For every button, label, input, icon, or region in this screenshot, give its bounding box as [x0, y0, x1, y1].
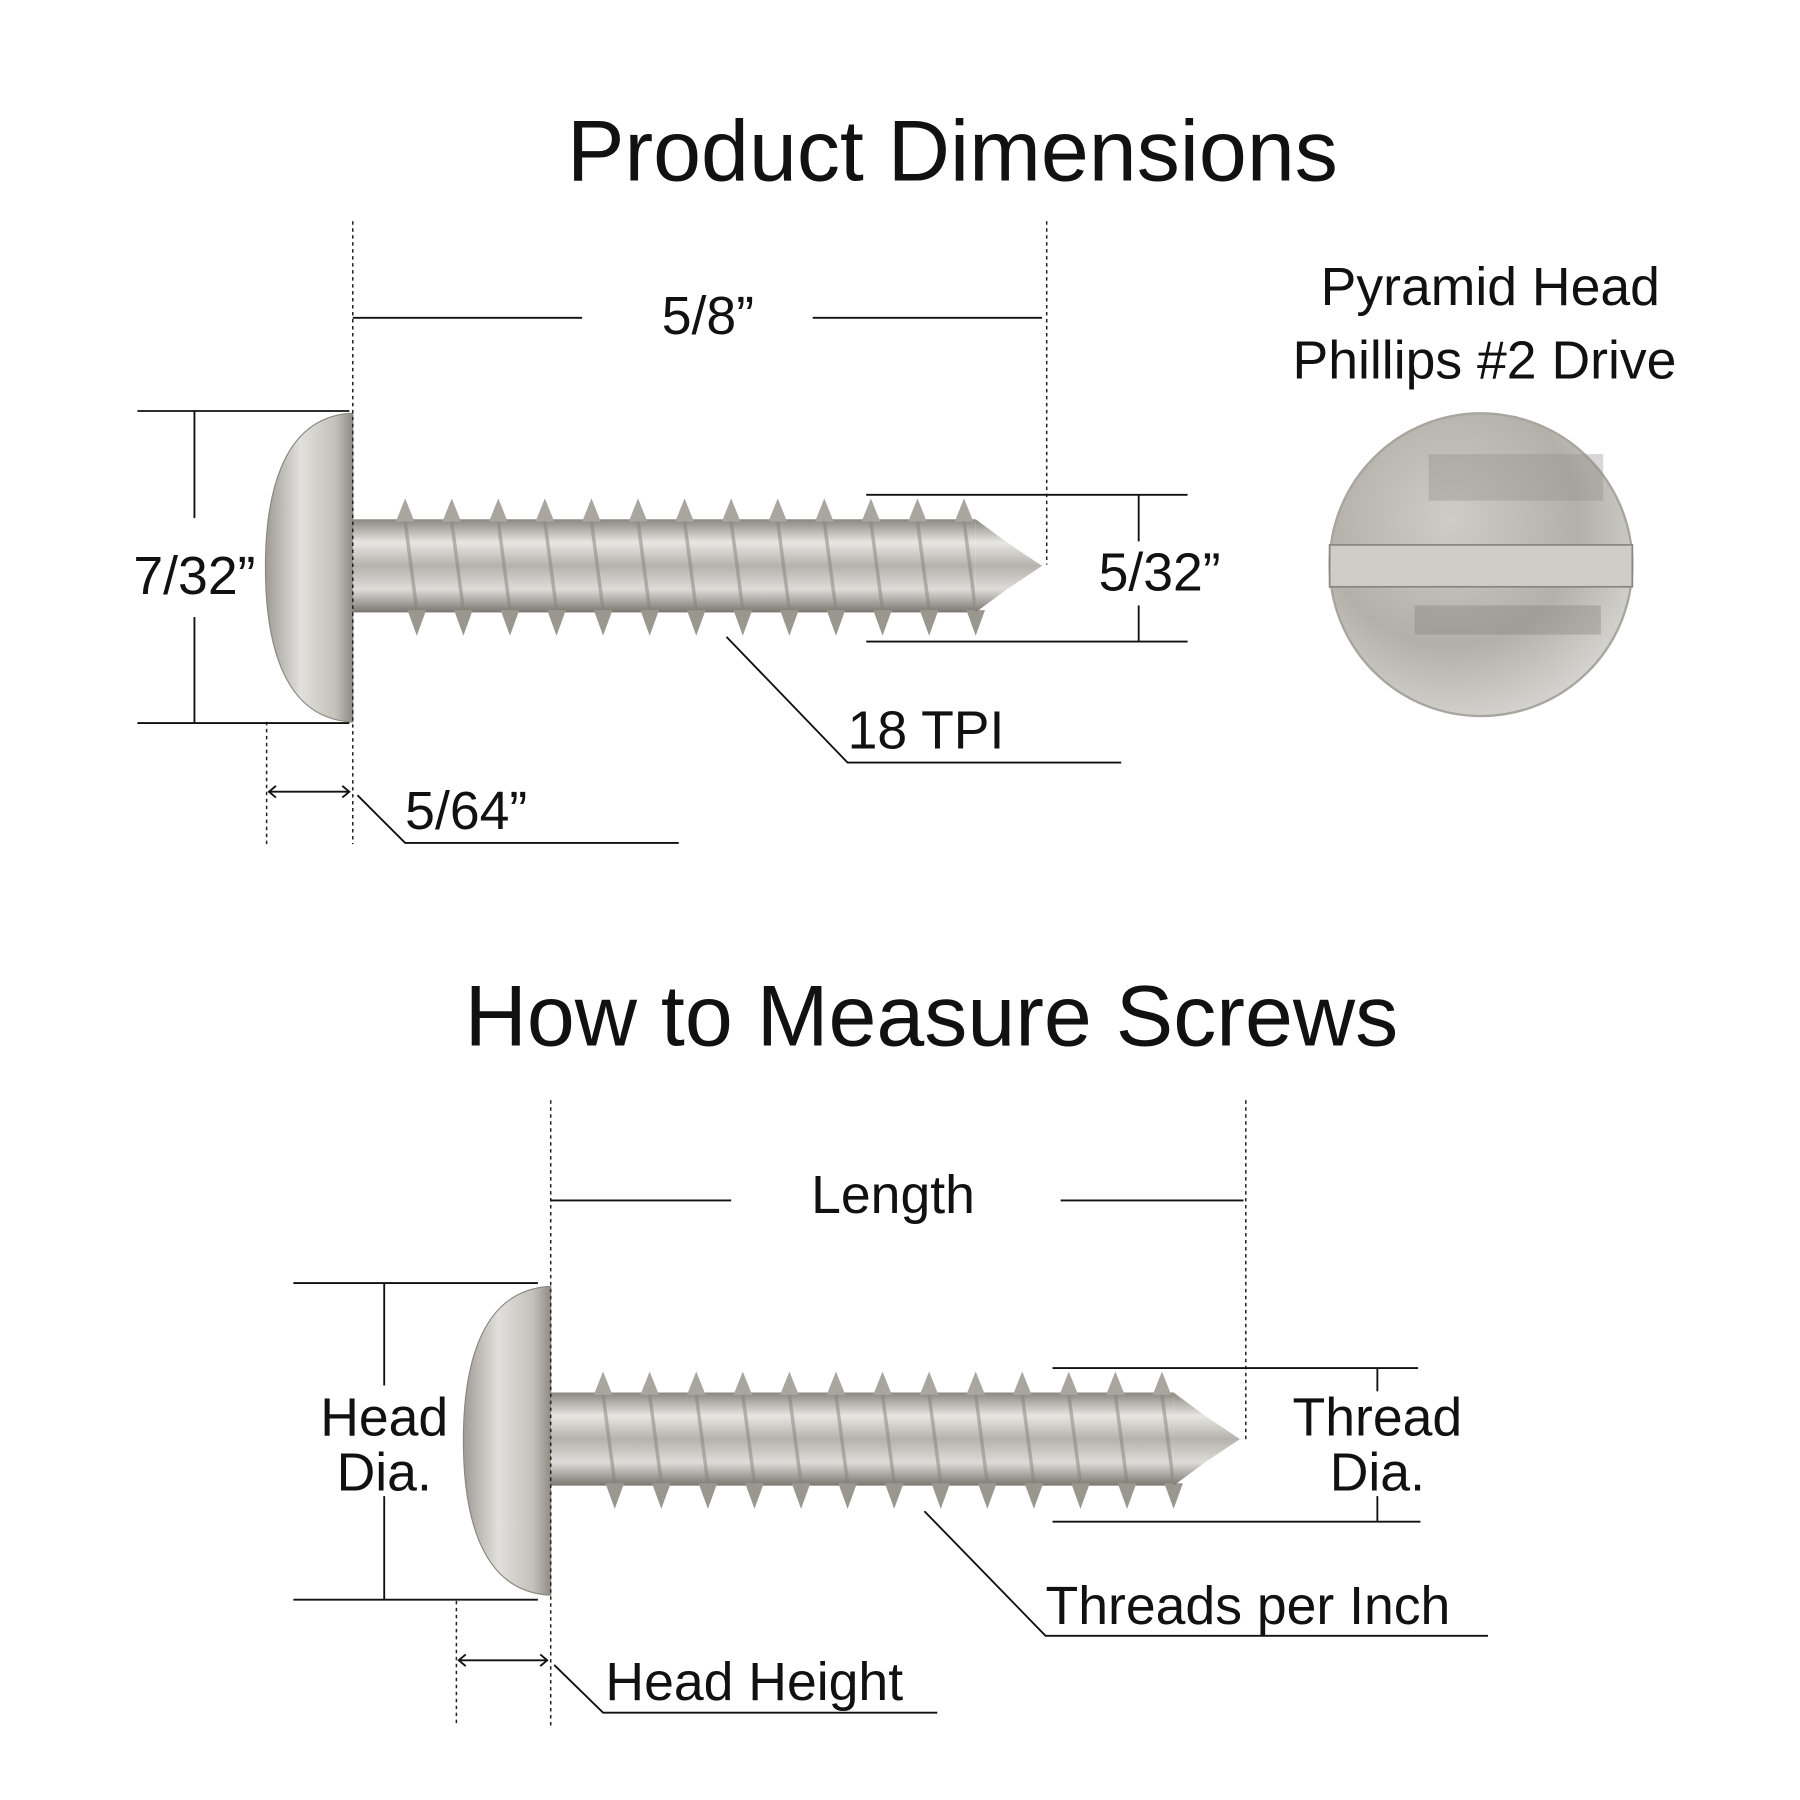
head-height-label: Head Height: [605, 1653, 903, 1712]
reference-screw-image: [461, 1284, 1242, 1597]
section-title-product-dimensions: Product Dimensions: [567, 103, 1338, 199]
head-diameter-label: Head: [320, 1389, 448, 1448]
tpi-value: 18 TPI: [848, 702, 1005, 761]
drive-type-label: Phillips #2 Drive: [1293, 331, 1677, 390]
head-height-value: 5/64”: [405, 782, 527, 841]
section-title-how-to-measure: How to Measure Screws: [465, 969, 1399, 1065]
thread-diameter-label-2: Dia.: [1330, 1443, 1425, 1502]
thread-diameter-value: 5/32”: [1099, 543, 1221, 602]
head-diameter-value: 7/32”: [133, 547, 255, 606]
product-screw-image: [263, 411, 1044, 724]
tpi-label: Threads per Inch: [1046, 1577, 1451, 1636]
thread-diameter-label: Thread: [1293, 1389, 1463, 1448]
length-value: 5/8”: [662, 287, 754, 346]
head-type-label: Pyramid Head: [1321, 258, 1660, 317]
screw-head-top-view: [1328, 412, 1634, 718]
head-diameter-label-2: Dia.: [337, 1443, 432, 1502]
length-label: Length: [811, 1166, 975, 1225]
